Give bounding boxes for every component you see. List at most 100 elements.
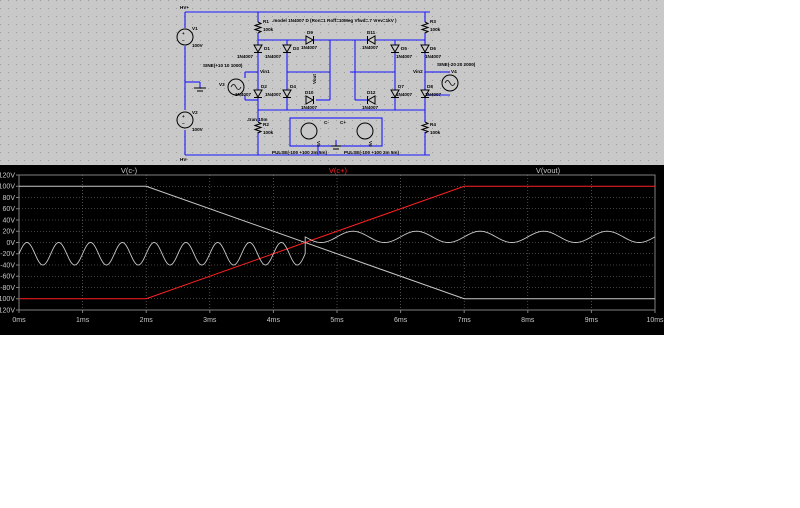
schematic-editor-pane[interactable]: +− +− <box>0 0 664 165</box>
trace-header-label: V(c+) <box>329 166 348 175</box>
y-tick-label: -60V <box>0 274 15 281</box>
d2-name: D2 <box>261 84 267 89</box>
d8-name: D8 <box>427 84 433 89</box>
r1-name: R1 <box>263 19 269 24</box>
y-tick-label: 120V <box>0 172 15 179</box>
diode-d9-symbol <box>305 35 315 45</box>
diode-d7-symbol <box>390 89 400 99</box>
node-hv-minus: HV- <box>180 157 188 162</box>
d12-name: D12 <box>367 90 376 95</box>
diode-d2-symbol <box>253 89 263 99</box>
d10-model: 1N4007 <box>301 105 318 110</box>
trace-header-label: V(c-) <box>121 166 138 175</box>
node-c-plus: C+ <box>340 120 346 125</box>
diode-d1-symbol <box>253 44 263 54</box>
d5-model: 1N4007 <box>396 54 413 59</box>
voltage-source-v2[interactable]: +− <box>176 111 194 129</box>
d6-name: D6 <box>430 46 436 51</box>
resistor-r2-symbol <box>253 121 263 134</box>
diode-d11-symbol <box>366 35 376 45</box>
diode-d5-symbol <box>390 44 400 54</box>
tran-directive[interactable]: .tran 10m <box>247 117 267 122</box>
diode-d8-symbol <box>420 89 430 99</box>
schematic-canvas[interactable]: +− +− <box>0 0 664 165</box>
y-tick-label: -100V <box>0 296 15 303</box>
v4-value: SINE(-20 20 2000) <box>437 62 476 67</box>
svg-text:−: − <box>182 121 185 126</box>
x-tick-label: 4ms <box>267 317 281 324</box>
svg-text:−: − <box>182 38 185 43</box>
r4-value: 100k <box>430 130 441 135</box>
d4-name: D4 <box>290 84 296 89</box>
y-tick-label: 20V <box>3 229 16 236</box>
diode-d4-symbol <box>282 89 292 99</box>
v2-name: V2 <box>192 110 198 115</box>
d1-model: 1N4007 <box>237 54 254 59</box>
plot-traces <box>18 185 656 300</box>
r2-name: R2 <box>263 122 269 127</box>
y-tick-label: 60V <box>3 206 16 213</box>
r4-name: R4 <box>430 122 436 127</box>
r3-value: 100k <box>430 27 441 32</box>
voltage-source-v1[interactable]: +− <box>176 28 194 46</box>
x-tick-label: 6ms <box>394 317 408 324</box>
diode-d3-symbol <box>282 44 292 54</box>
d3-name: D3 <box>293 46 299 51</box>
x-tick-label: 5ms <box>330 317 344 324</box>
y-tick-label: 100V <box>0 184 15 191</box>
y-tick-label: 80V <box>3 195 16 202</box>
x-tick-label: 2ms <box>140 317 154 324</box>
r2-value: 100k <box>263 130 274 135</box>
trace-headers: V(c-)V(c+)V(vout) <box>121 166 561 175</box>
diode-d6-symbol <box>420 44 430 54</box>
d10-name: D10 <box>305 90 314 95</box>
d12-model: 1N4007 <box>362 105 379 110</box>
voltage-source-v3[interactable] <box>227 78 245 96</box>
voltage-source-v4[interactable] <box>441 74 459 92</box>
v3-value: SINE(+10 10 1000) <box>203 63 243 68</box>
d5-name: D5 <box>401 46 407 51</box>
x-tick-label: 7ms <box>458 317 472 324</box>
x-tick-label: 9ms <box>585 317 599 324</box>
d8-model: 1N4007 <box>425 92 442 97</box>
x-tick-label: 3ms <box>203 317 217 324</box>
voltage-source-v5[interactable] <box>300 122 318 140</box>
d4-model: 1N4007 <box>265 92 282 97</box>
d9-name: D9 <box>307 30 313 35</box>
schematic-wires <box>184 11 450 156</box>
voltage-source-v6[interactable] <box>356 122 374 140</box>
d7-model: 1N4007 <box>396 92 413 97</box>
v5-value: PULSE(-100 +100 2m 5m) <box>272 150 327 155</box>
d7-name: D7 <box>398 84 404 89</box>
r3-name: R3 <box>430 19 436 24</box>
ground-symbol <box>194 87 341 150</box>
r1-value: 100k <box>263 27 274 32</box>
waveform-plot[interactable]: V(c-)V(c+)V(vout) 120V100V80V60V40V20V0V… <box>0 165 664 335</box>
diode-d10-symbol <box>305 95 315 105</box>
v1-value: 100V <box>192 43 204 48</box>
y-tick-label: -120V <box>0 307 15 314</box>
node-vin1: Vin1 <box>260 69 270 74</box>
svg-text:+: + <box>182 114 185 119</box>
node-vin2: Vin2 <box>413 69 423 74</box>
v4-name: V4 <box>451 69 457 74</box>
node-vout: Vout <box>312 74 317 84</box>
y-tick-label: -40V <box>0 262 15 269</box>
v1-name: V1 <box>192 26 198 31</box>
d6-model: 1N4007 <box>425 54 442 59</box>
v5-name: V5 <box>316 141 321 147</box>
resistor-r3-symbol <box>420 21 430 34</box>
svg-text:+: + <box>182 31 185 36</box>
resistor-r1-symbol <box>253 21 263 34</box>
y-axis-ticks: 120V100V80V60V40V20V0V-20V-40V-60V-80V-1… <box>0 172 19 314</box>
d11-name: D11 <box>367 30 376 35</box>
v6-value: PULSE(-100 +100 2m 5m) <box>344 150 399 155</box>
x-tick-label: 1ms <box>76 317 90 324</box>
d2-model: 1N4007 <box>235 92 252 97</box>
d3-model: 1N4007 <box>265 54 282 59</box>
x-tick-label: 8ms <box>521 317 535 324</box>
resistor-r4-symbol <box>420 121 430 134</box>
model-directive[interactable]: .model 1N4007 D (Ron=1 Roff=10Meg Vfwd=.… <box>272 18 397 23</box>
